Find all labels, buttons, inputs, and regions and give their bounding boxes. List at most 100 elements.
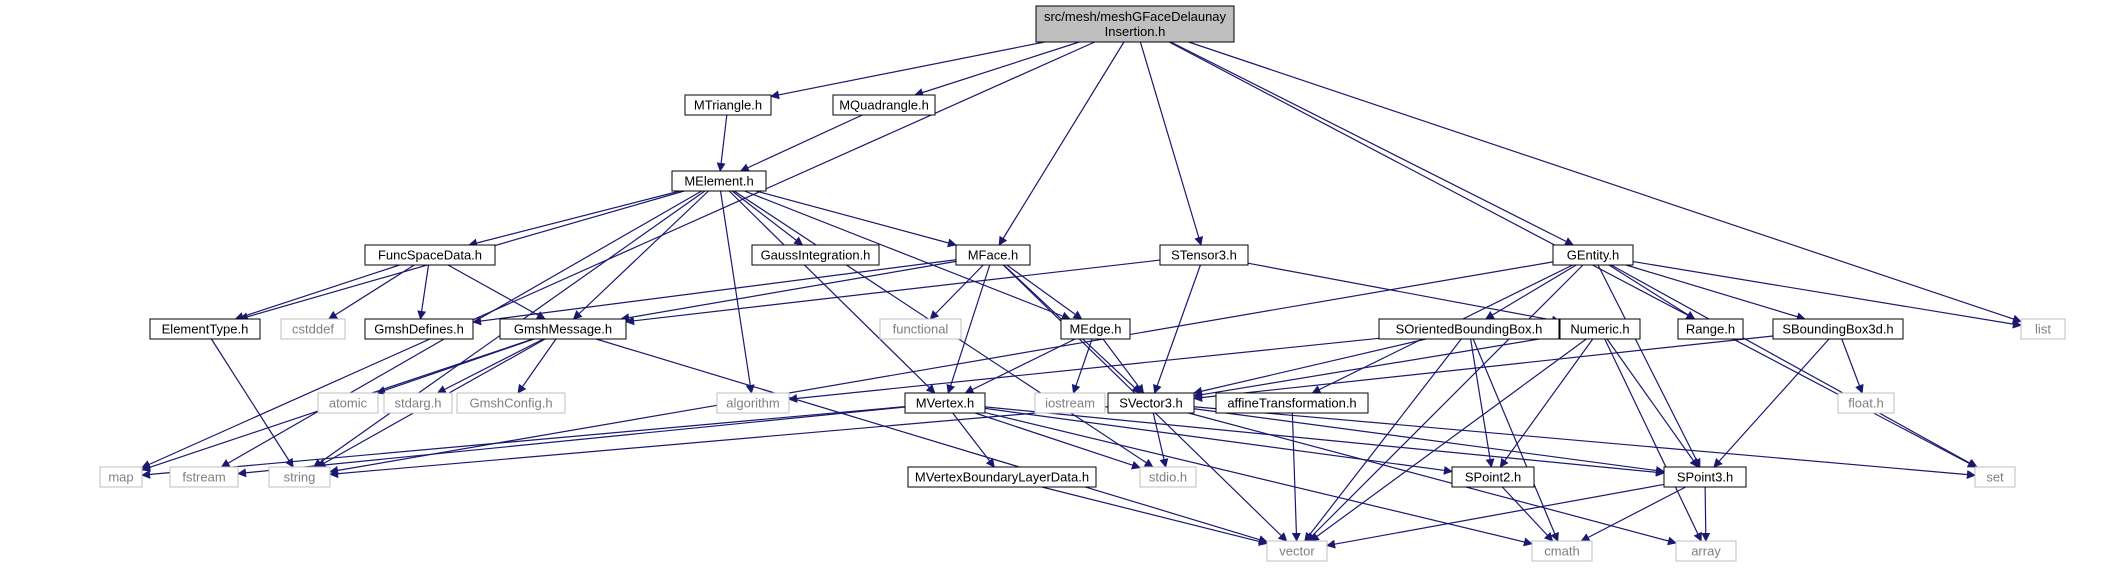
node-algorithm[interactable]: algorithm <box>716 392 790 414</box>
node-range[interactable]: Range.h <box>1677 318 1744 340</box>
node-stensor3[interactable]: STensor3.h <box>1159 244 1249 266</box>
node-label: iostream <box>1045 396 1095 411</box>
node-box <box>671 170 767 192</box>
node-label: MFace.h <box>968 248 1019 263</box>
node-mquadrangle[interactable]: MQuadrangle.h <box>832 94 936 116</box>
node-mvertexbld[interactable]: MVertexBoundaryLayerData.h <box>907 466 1097 488</box>
node-gentity[interactable]: GEntity.h <box>1552 244 1634 266</box>
node-atomic[interactable]: atomic <box>317 392 379 414</box>
edge-stensor3-to-svector3 <box>1153 264 1201 394</box>
node-funcspacedata[interactable]: FuncSpaceData.h <box>364 244 496 266</box>
edge-elementtype-to-string <box>210 338 294 468</box>
node-map[interactable]: map <box>99 466 143 488</box>
node-set[interactable]: set <box>1974 466 2016 488</box>
node-label: list <box>2035 322 2051 337</box>
node-sorientedbbox[interactable]: SOrientedBoundingBox.h <box>1378 318 1560 340</box>
node-gaussintegration[interactable]: GaussIntegration.h <box>751 244 880 266</box>
node-box <box>1559 318 1641 340</box>
node-numeric[interactable]: Numeric.h <box>1559 318 1641 340</box>
edge-root-to-gentity <box>1170 41 1574 246</box>
node-label: Range.h <box>1686 322 1735 337</box>
node-gmshmessage[interactable]: GmshMessage.h <box>499 318 627 340</box>
node-box <box>1663 466 1747 488</box>
node-box <box>317 392 379 414</box>
node-elementtype[interactable]: ElementType.h <box>149 318 261 340</box>
edge-svector3-to-string <box>329 406 1109 479</box>
edge-root-to-mtriangle <box>770 41 1045 100</box>
node-label: MElement.h <box>684 174 753 189</box>
node-stdarg[interactable]: stdarg.h <box>383 392 453 414</box>
node-label: src/mesh/meshGFaceDelaunay <box>1044 9 1227 24</box>
node-label: stdarg.h <box>395 396 442 411</box>
node-list[interactable]: list <box>2020 318 2066 340</box>
node-box <box>99 466 143 488</box>
node-box <box>1060 318 1131 340</box>
node-box <box>907 466 1097 488</box>
edge-melement-to-mvertex <box>728 190 936 394</box>
node-cmath[interactable]: cmath <box>1531 540 1593 562</box>
edge-gentity-to-sorientedbbox <box>1484 264 1577 320</box>
edge-spoint2-to-cmath <box>1501 486 1554 542</box>
node-spoint3[interactable]: SPoint3.h <box>1663 466 1747 488</box>
node-svector3[interactable]: SVector3.h <box>1107 392 1195 414</box>
node-label: GmshConfig.h <box>469 396 552 411</box>
node-medge[interactable]: MEdge.h <box>1060 318 1131 340</box>
node-box <box>1451 466 1535 488</box>
node-box <box>364 318 474 340</box>
node-string[interactable]: string <box>268 466 331 488</box>
node-array[interactable]: array <box>1675 540 1737 562</box>
node-label: Numeric.h <box>1570 322 1629 337</box>
node-label: MVertexBoundaryLayerData.h <box>915 470 1089 485</box>
edge-melement-to-funcspacedata <box>468 190 681 248</box>
node-mvertex[interactable]: MVertex.h <box>904 392 986 414</box>
edge-spoint3-to-vector <box>1326 483 1665 549</box>
edge-funcspacedata-to-cstddef <box>328 264 415 320</box>
edge-gmshmessage-to-vector <box>595 338 1268 544</box>
node-cstddef[interactable]: cstddef <box>280 318 346 340</box>
edge-melement-to-gmshmessage <box>572 190 709 320</box>
edge-root-to-mface <box>998 41 1125 246</box>
node-label: SPoint2.h <box>1465 470 1521 485</box>
node-sboundingbox3d[interactable]: SBoundingBox3d.h <box>1772 318 1904 340</box>
node-fstream[interactable]: fstream <box>169 466 239 488</box>
edge-stensor3-to-gmshmessage <box>625 259 1161 326</box>
node-box <box>832 94 936 116</box>
node-melement[interactable]: MElement.h <box>671 170 767 192</box>
edge-sboundingbox3d-to-spoint3 <box>1713 338 1830 468</box>
node-box <box>169 466 239 488</box>
node-box <box>1378 318 1560 340</box>
node-spoint2[interactable]: SPoint2.h <box>1451 466 1535 488</box>
node-box <box>751 244 880 266</box>
node-iostream[interactable]: iostream <box>1034 392 1106 414</box>
node-box <box>2020 318 2066 340</box>
edge-mtriangle-to-melement <box>716 114 728 172</box>
edge-numeric-to-spoint2 <box>1499 338 1594 468</box>
node-float[interactable]: float.h <box>1837 392 1895 414</box>
node-gmshdefines[interactable]: GmshDefines.h <box>364 318 474 340</box>
node-affinetransform[interactable]: affineTransformation.h <box>1215 392 1369 414</box>
node-box <box>1772 318 1904 340</box>
node-box <box>1139 466 1197 488</box>
edge-svector3-to-stdio <box>1152 412 1169 468</box>
node-label: atomic <box>329 396 368 411</box>
node-box <box>280 318 346 340</box>
node-label: float.h <box>1848 396 1883 411</box>
node-label: cmath <box>1544 544 1579 559</box>
node-gmshconfig[interactable]: GmshConfig.h <box>456 392 566 414</box>
edge-numeric-to-vector <box>1309 338 1587 542</box>
node-mtriangle[interactable]: MTriangle.h <box>684 94 772 116</box>
node-stdio[interactable]: stdio.h <box>1139 466 1197 488</box>
nodes-layer: src/mesh/meshGFaceDelaunayInsertion.hMTr… <box>99 5 2066 562</box>
edge-gentity-to-vector <box>1306 264 1584 542</box>
edge-mvertex-to-spoint2 <box>984 407 1453 475</box>
node-label: algorithm <box>726 396 779 411</box>
node-vector[interactable]: vector <box>1266 540 1328 562</box>
node-box <box>1107 392 1195 414</box>
node-label: fstream <box>182 470 225 485</box>
edge-numeric-to-svector3 <box>1193 334 1561 400</box>
edge-mvertex-to-map <box>141 405 906 479</box>
node-label: MTriangle.h <box>694 98 762 113</box>
node-mface[interactable]: MFace.h <box>955 244 1031 266</box>
node-functional[interactable]: functional <box>879 318 962 340</box>
